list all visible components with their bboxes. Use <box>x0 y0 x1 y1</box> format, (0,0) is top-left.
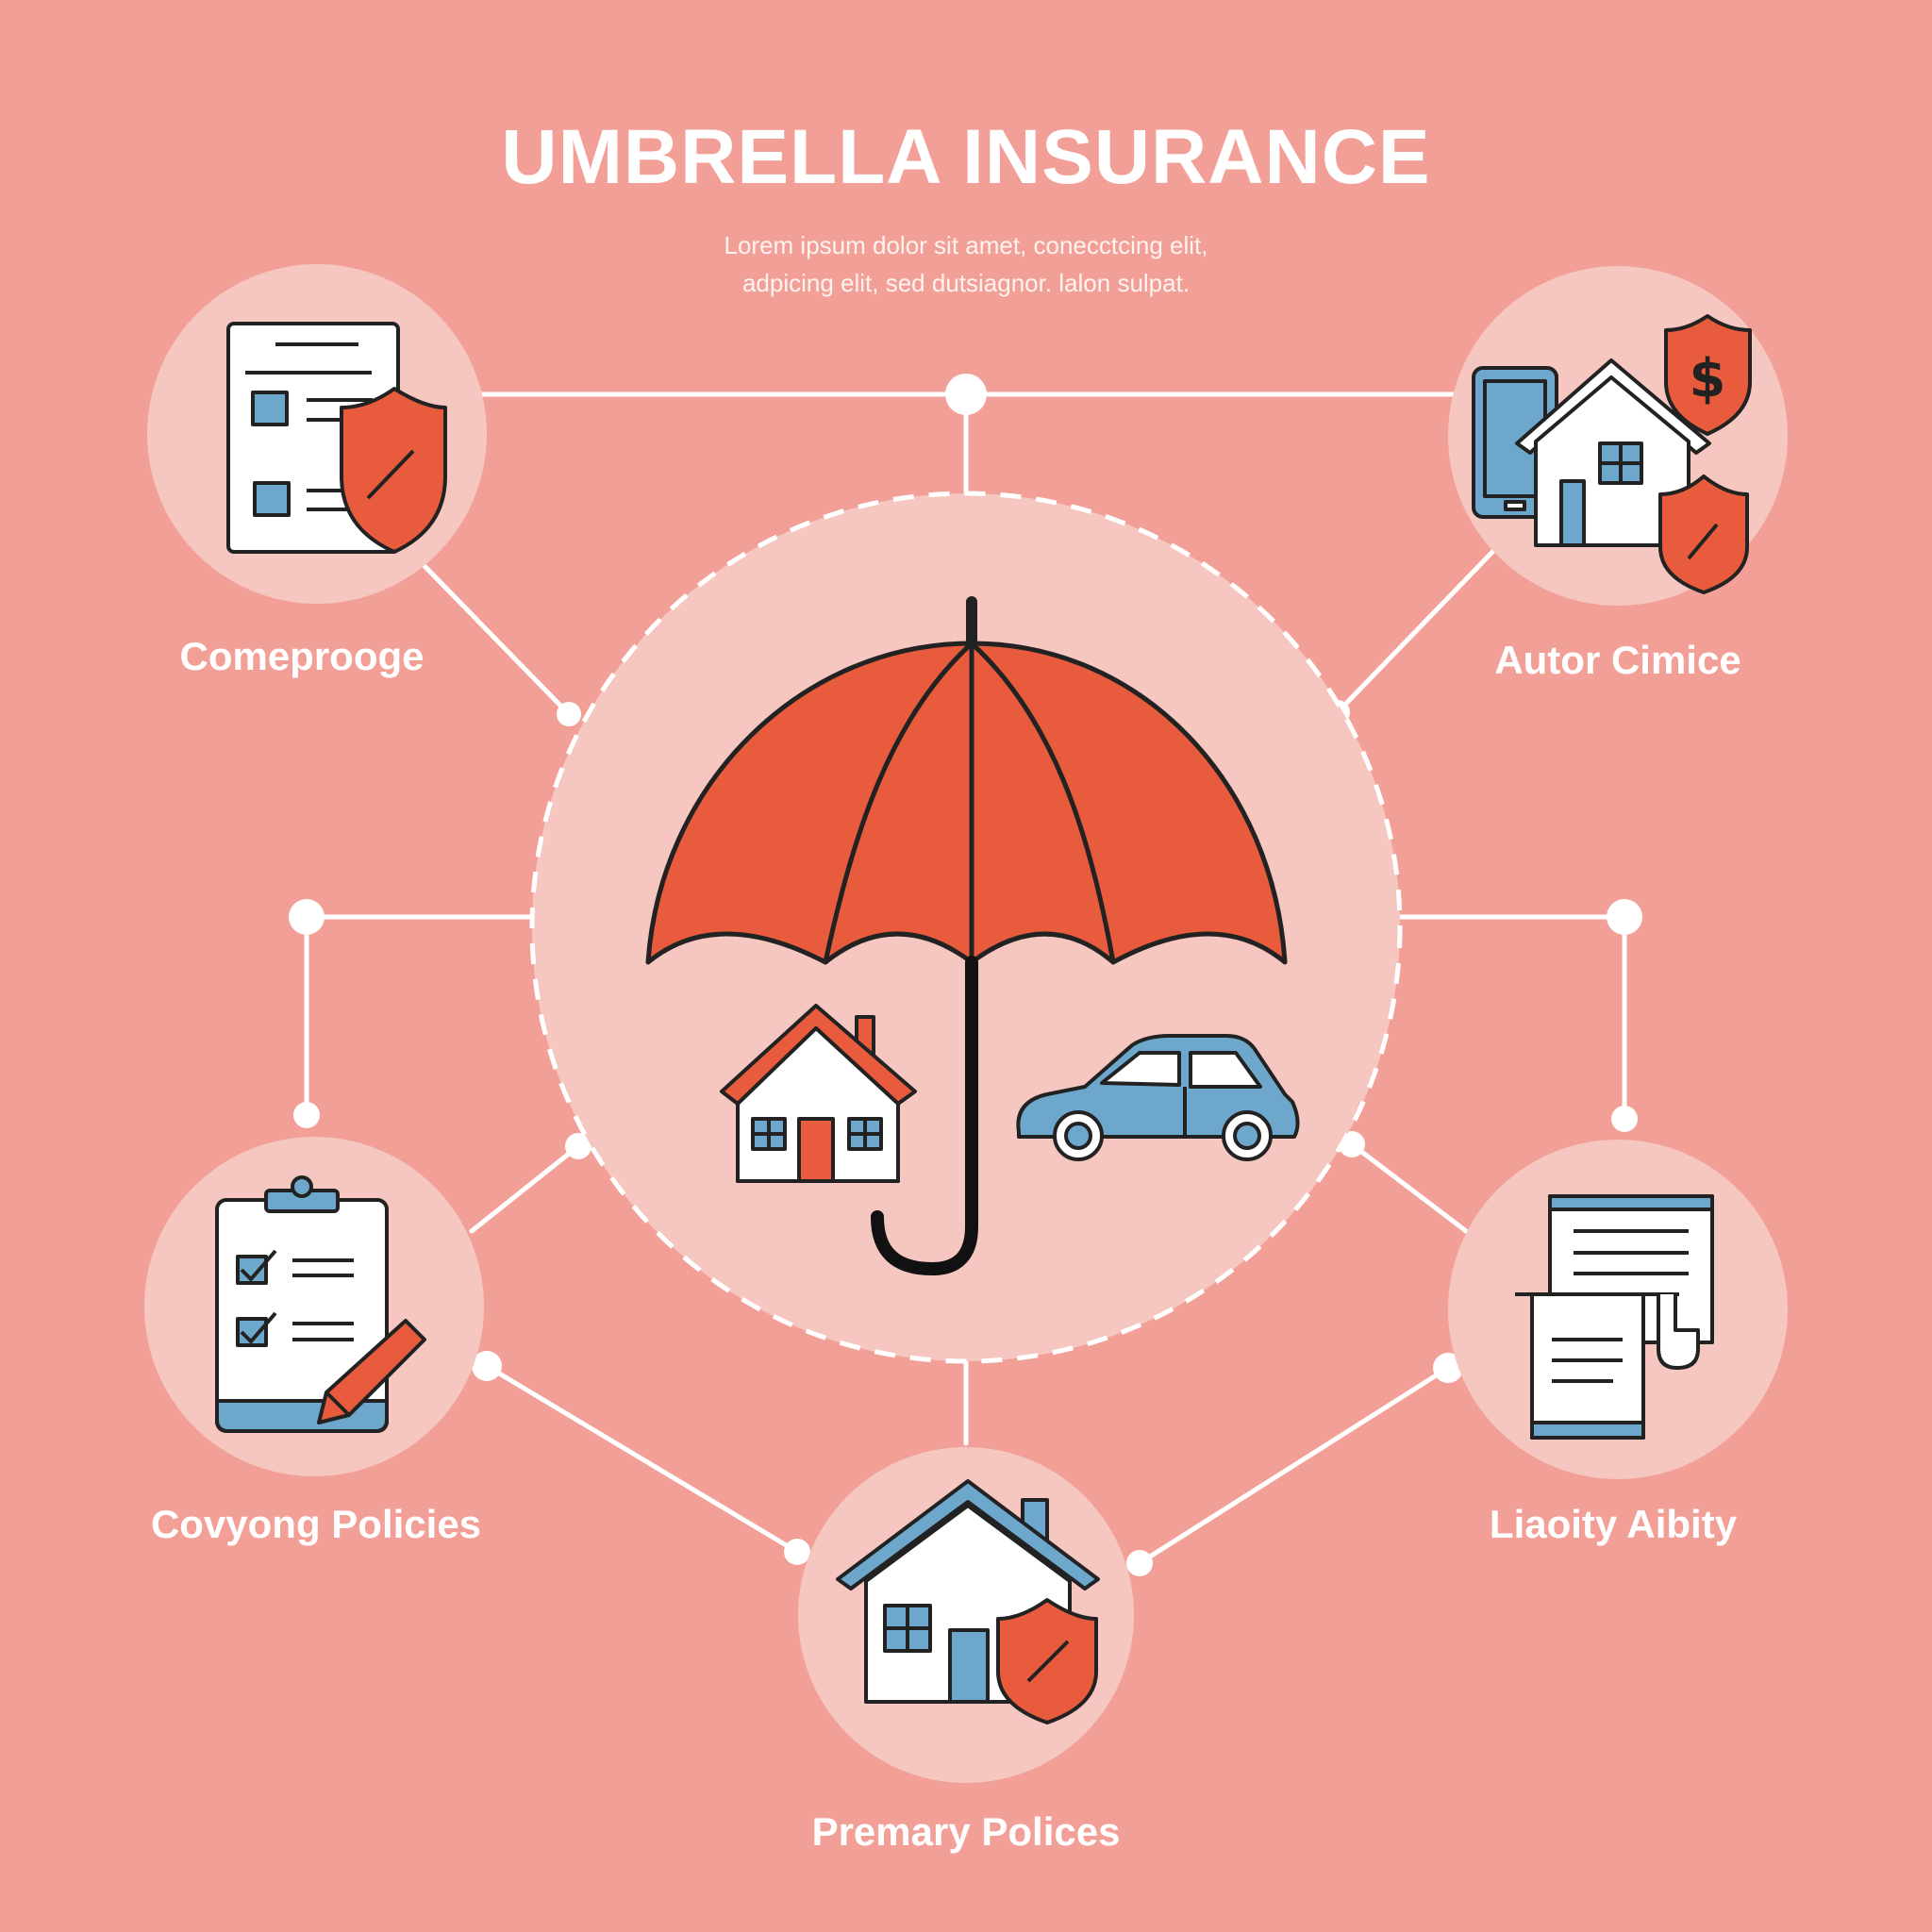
node-bottom-left <box>144 1137 484 1476</box>
house-shield-icon <box>836 1479 1100 1724</box>
node-bottom <box>798 1447 1134 1783</box>
umbrella-icon <box>645 596 1288 1275</box>
node-top-right: $ <box>1448 266 1788 606</box>
node-label-bottom-left: Covyong Policies <box>150 1502 482 1546</box>
node-bottom-right <box>1448 1140 1788 1479</box>
node-label-bottom-right: Liaoity Aibity <box>1489 1502 1738 1546</box>
checklist-clipboard-icon <box>215 1175 426 1433</box>
home-device-shield-icon: $ <box>1472 314 1752 594</box>
node-label-top-left: Comeproogе <box>179 634 425 678</box>
node-top-left <box>147 264 487 604</box>
page-subtitle: Lorem ipsum dolor sit amet, conecctcing … <box>0 226 1932 302</box>
subtitle-line-2: adpicing elit, sed dutsiagnor. lalon sul… <box>741 269 1191 297</box>
node-label-top-right: Autor Cimice <box>1494 638 1741 682</box>
policy-document-shield-icon <box>226 322 447 554</box>
center-house-icon <box>720 1004 917 1183</box>
node-label-bottom: Premary Polices <box>811 1809 1121 1854</box>
subtitle-line-1: Lorem ipsum dolor sit amet, conecctcing … <box>724 231 1208 259</box>
page-title: UMBRELLA INSURANCE <box>501 114 1431 200</box>
liability-documents-icon <box>1515 1194 1714 1440</box>
center-car-icon <box>1016 1034 1300 1161</box>
svg-text:$: $ <box>1690 348 1726 409</box>
